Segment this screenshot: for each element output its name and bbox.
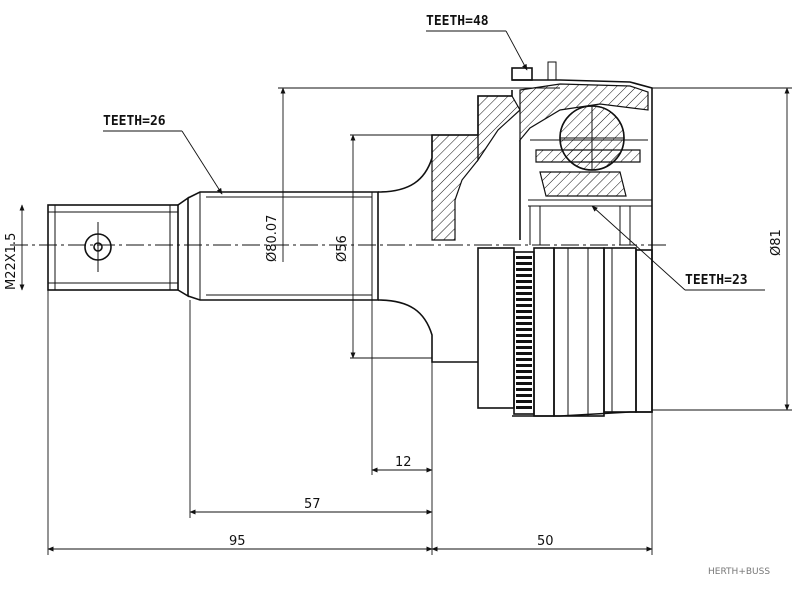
cotter-pin-hole bbox=[84, 222, 112, 272]
dim-80-07-label: Ø80.07 bbox=[265, 215, 280, 262]
threaded-stub bbox=[47, 196, 189, 298]
ball-cage bbox=[559, 105, 625, 171]
callout-teeth-48: TEETH=48 bbox=[426, 14, 557, 81]
callout-teeth-23: TEETH=23 bbox=[591, 205, 765, 291]
dim-95-label: 95 bbox=[229, 534, 246, 549]
brand-watermark: HERTH+BUSS bbox=[708, 567, 770, 577]
dim-57-label: 57 bbox=[304, 497, 321, 512]
bell-neck bbox=[377, 90, 521, 363]
svg-text:TEETH=48: TEETH=48 bbox=[426, 14, 489, 29]
svg-text:TEETH=23: TEETH=23 bbox=[685, 273, 748, 288]
extension-lines bbox=[47, 87, 792, 555]
dim-81-label: Ø81 bbox=[769, 229, 784, 256]
splined-shaft bbox=[187, 191, 379, 301]
dim-56-label: Ø56 bbox=[335, 235, 350, 262]
dim-12-label: 12 bbox=[395, 455, 412, 470]
callout-teeth-26: TEETH=26 bbox=[103, 114, 223, 195]
dim-thread-label: M22X1.5 bbox=[4, 233, 19, 290]
abs-ring bbox=[477, 247, 653, 417]
dim-50-label: 50 bbox=[537, 534, 554, 549]
inner-race-lines bbox=[529, 206, 631, 245]
svg-text:TEETH=26: TEETH=26 bbox=[103, 114, 166, 129]
